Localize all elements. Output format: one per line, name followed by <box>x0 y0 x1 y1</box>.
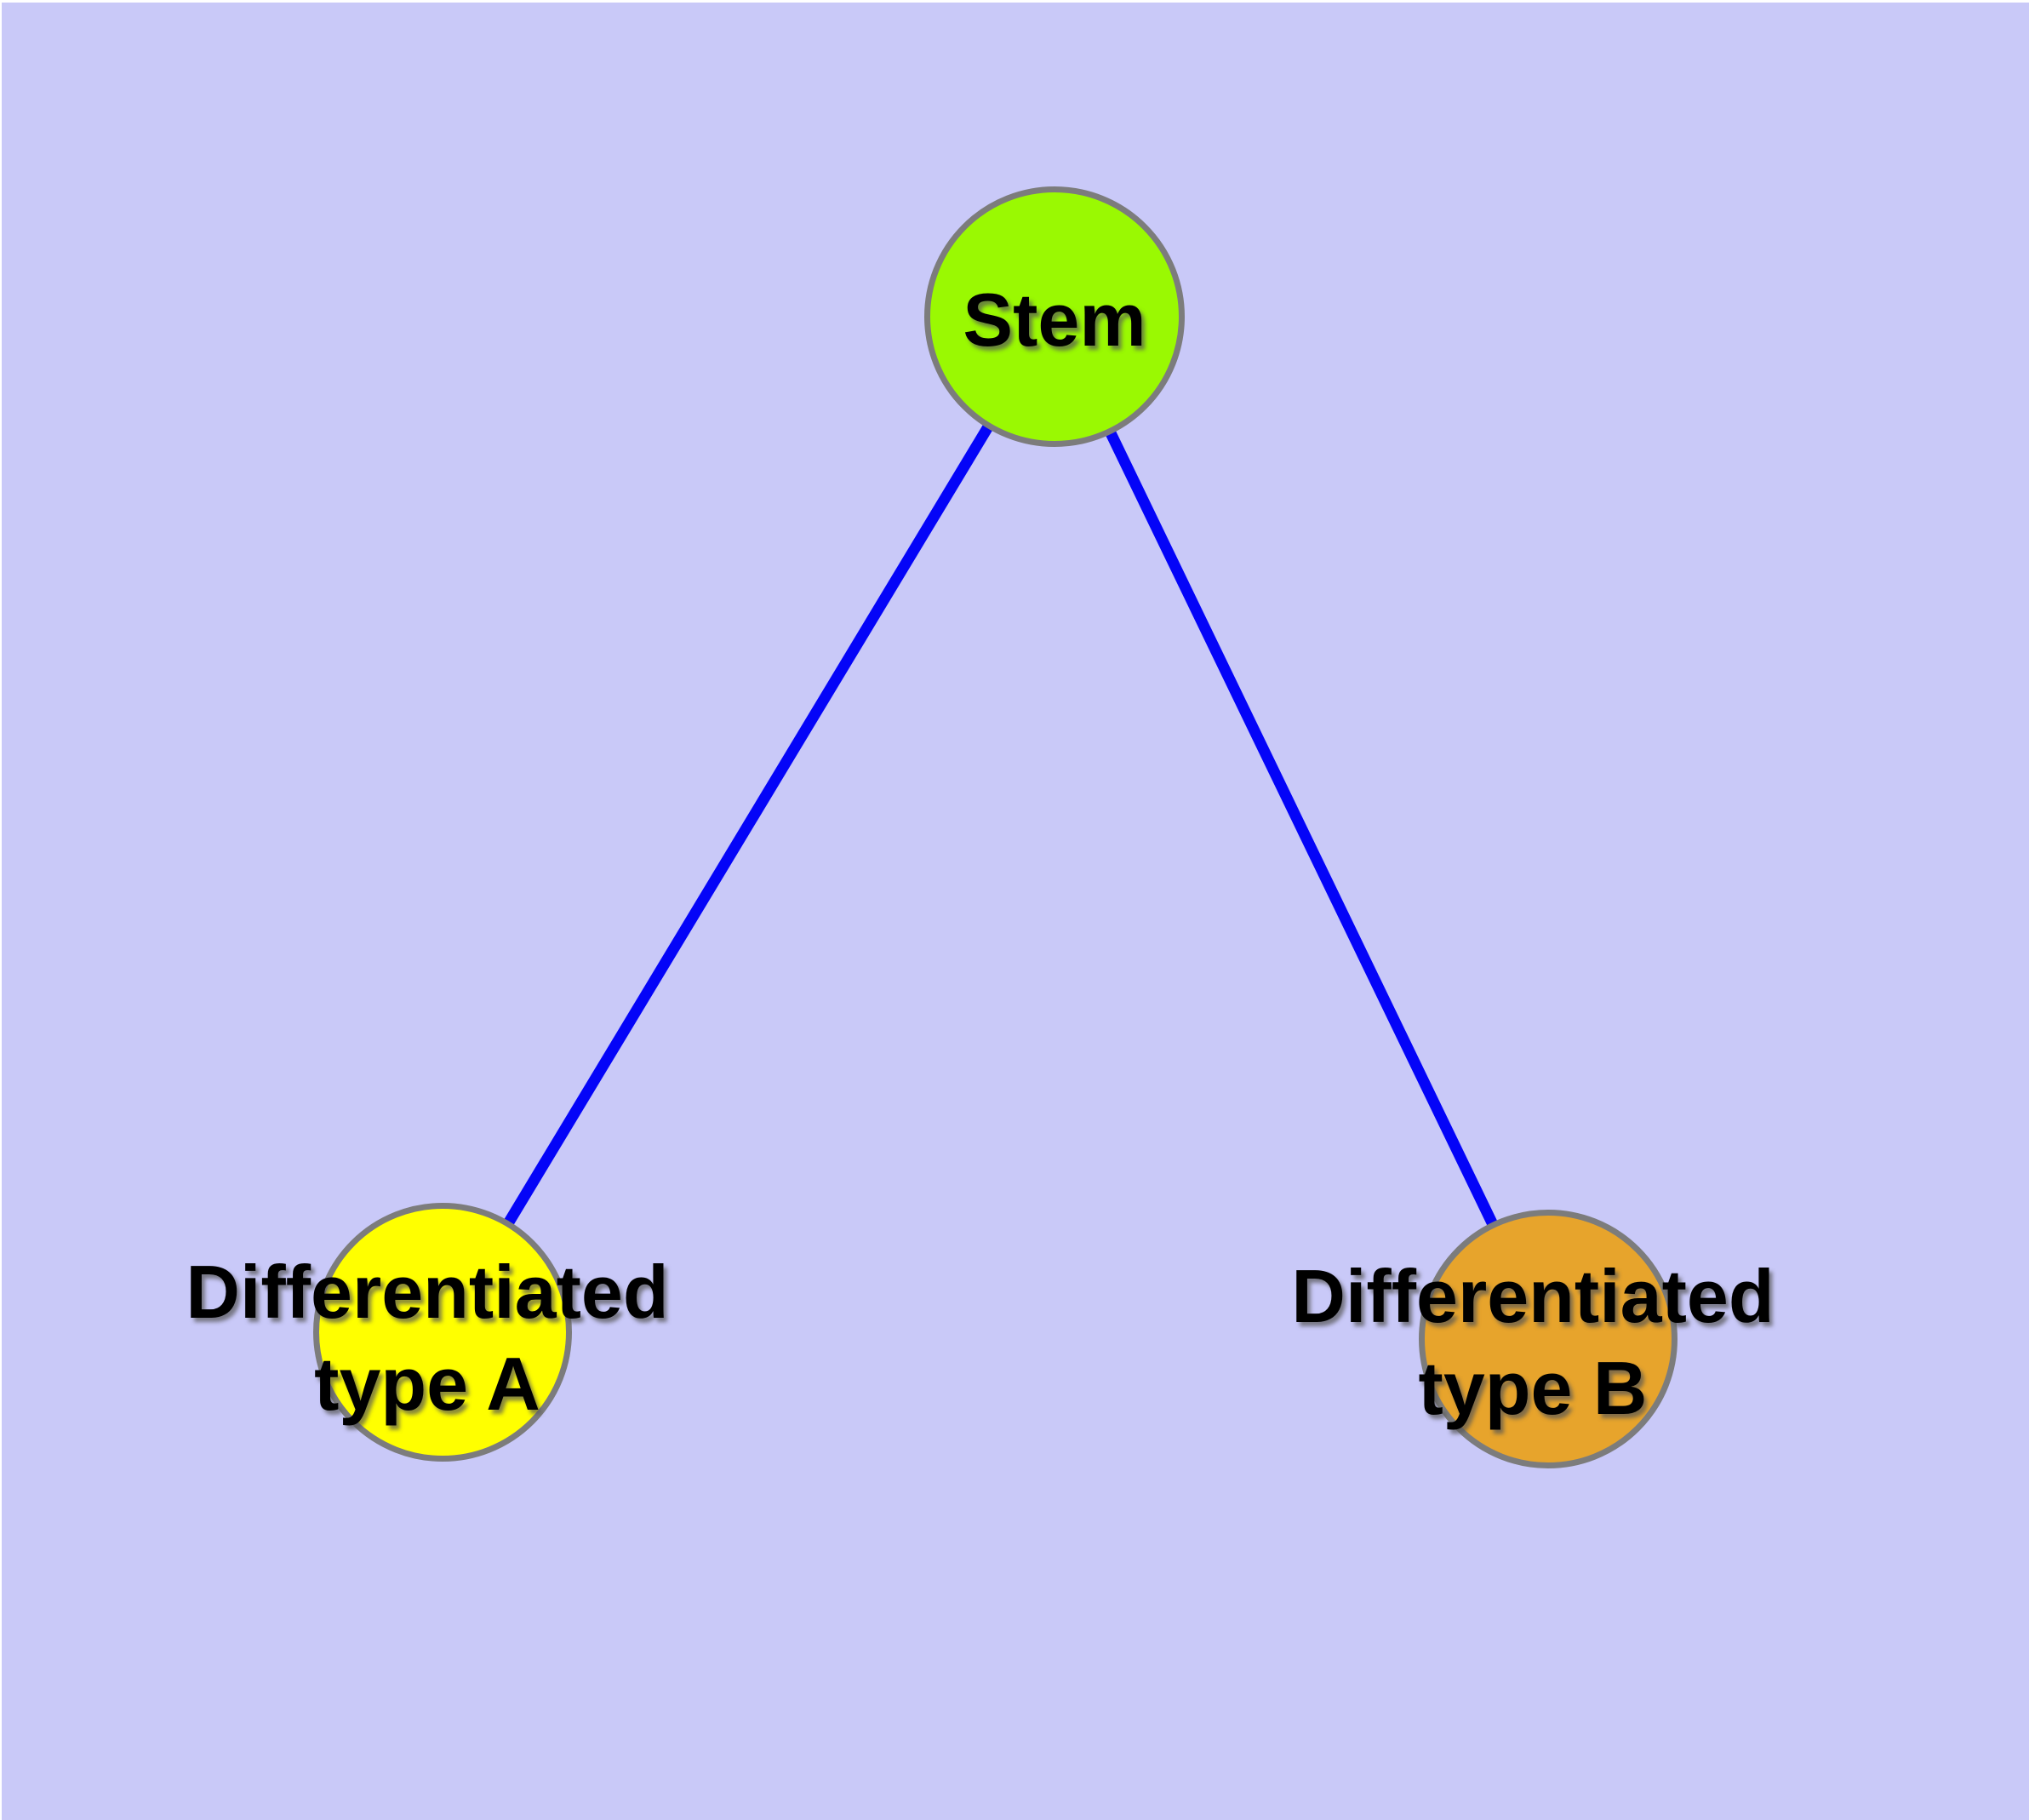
edge-stem-typeA <box>437 313 1060 1336</box>
node-circle-typeA <box>313 1203 572 1462</box>
node-circle-stem <box>924 186 1185 447</box>
node-circle-typeB <box>1419 1210 1677 1468</box>
edge-stem-typeB <box>1049 314 1553 1342</box>
diagram-canvas: Stem Differentiated type A Differentiate… <box>2 3 2029 1820</box>
graph-svg <box>313 186 1677 1468</box>
